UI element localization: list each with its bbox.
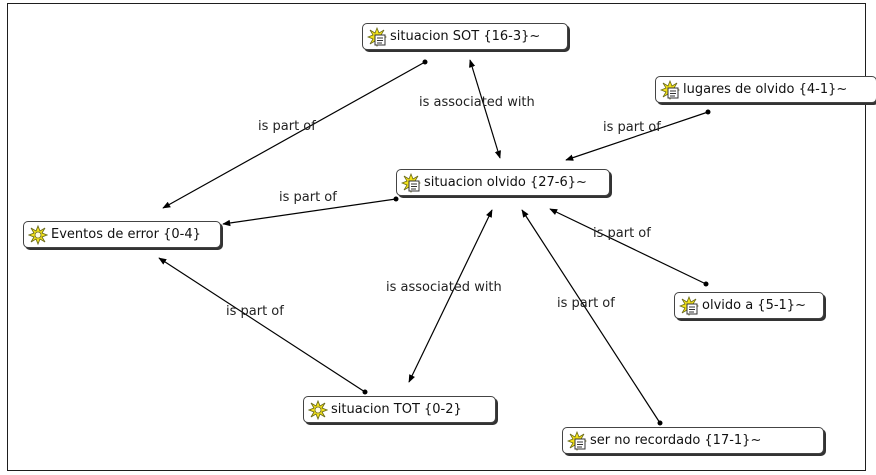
node-label: ser no recordado {17-1}~: [590, 433, 762, 448]
edge-olvido-eventos[interactable]: [222, 198, 397, 227]
edge-olvido-eventos-anchor: [393, 196, 399, 202]
edge-sot-eventos-anchor: [422, 59, 428, 65]
code-family-icon: [401, 172, 421, 193]
node-situacion-olvido[interactable]: situacion olvido {27-6}~: [396, 169, 610, 196]
edge-tot-eventos[interactable]: [158, 257, 366, 393]
node-label: Eventos de error {0-4}: [51, 227, 201, 242]
edge-tot-eventos-label: is part of: [226, 304, 284, 319]
node-label: lugares de olvido {4-1}~: [683, 82, 848, 97]
edge-sot-olvido[interactable]: [469, 59, 501, 159]
edge-tot-olvido-label: is associated with: [386, 280, 502, 295]
node-ser-no-recordado[interactable]: ser no recordado {17-1}~: [562, 427, 824, 454]
node-label: situacion olvido {27-6}~: [424, 175, 587, 190]
node-situacion-tot[interactable]: situacion TOT {0-2}: [303, 396, 496, 423]
edge-olvidoa-olvido[interactable]: [549, 208, 707, 285]
edge-tot-eventos-anchor: [362, 389, 368, 395]
node-label: situacion SOT {16-3}~: [390, 29, 541, 44]
code-family-icon: [567, 430, 587, 451]
edge-sot-olvido-label: is associated with: [419, 95, 535, 110]
node-label: situacion TOT {0-2}: [331, 402, 462, 417]
node-olvido-a[interactable]: olvido a {5-1}~: [674, 292, 824, 319]
network-node-icon: [308, 399, 328, 420]
code-family-icon: [367, 26, 387, 47]
edge-olvidoa-olvido-anchor: [703, 281, 709, 287]
edge-tot-olvido[interactable]: [408, 209, 493, 383]
edge-lugares-olvido-anchor: [705, 109, 711, 115]
node-label: olvido a {5-1}~: [702, 298, 806, 313]
edge-ser-olvido-label: is part of: [557, 296, 615, 311]
code-family-icon: [679, 295, 699, 316]
node-eventos-de-error[interactable]: Eventos de error {0-4}: [23, 221, 221, 248]
node-lugares-de-olvido[interactable]: lugares de olvido {4-1}~: [655, 76, 876, 103]
edge-ser-olvido-anchor: [657, 420, 663, 426]
edge-olvidoa-olvido-label: is part of: [593, 226, 651, 241]
code-family-icon: [660, 79, 680, 100]
edge-lugares-olvido-label: is part of: [603, 120, 661, 135]
network-node-icon: [28, 224, 48, 245]
edge-sot-eventos[interactable]: [162, 61, 426, 209]
edge-olvido-eventos-label: is part of: [279, 190, 337, 205]
edge-sot-eventos-label: is part of: [258, 119, 316, 134]
edge-ser-olvido[interactable]: [521, 209, 661, 424]
node-situacion-sot[interactable]: situacion SOT {16-3}~: [362, 23, 568, 50]
edge-lugares-olvido[interactable]: [565, 111, 709, 161]
